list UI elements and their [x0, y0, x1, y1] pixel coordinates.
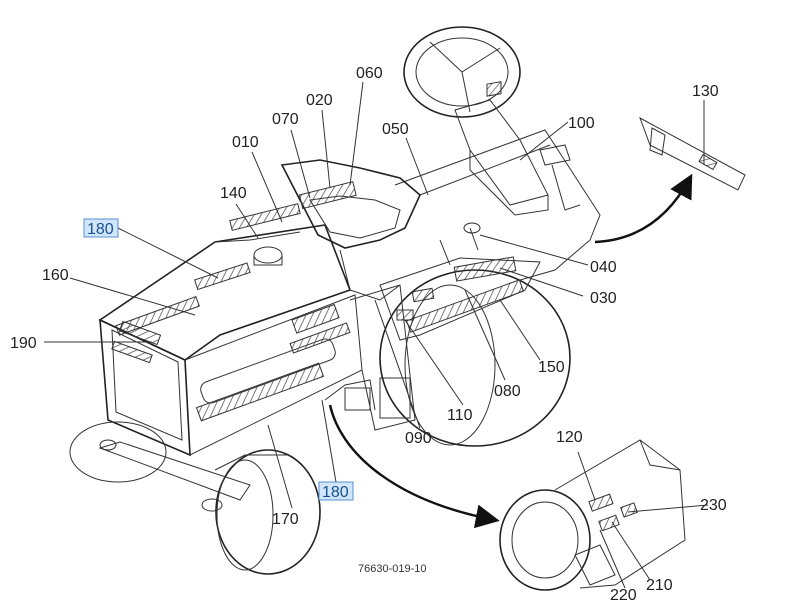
arrow-to-decal-130: [594, 173, 693, 244]
steering-wheel: [403, 26, 521, 118]
seat: [280, 159, 421, 249]
callout-140[interactable]: 140: [220, 185, 247, 202]
callout-150[interactable]: 150: [538, 359, 565, 376]
callout-130[interactable]: 130: [692, 83, 719, 100]
front-grille: [99, 318, 191, 457]
callout-220[interactable]: 220: [610, 587, 637, 604]
arrow-to-transmission: [328, 404, 500, 529]
leader-lines: [44, 81, 709, 589]
callout-080[interactable]: 080: [494, 383, 521, 400]
callout-060[interactable]: 060: [356, 65, 383, 82]
callout-010[interactable]: 010: [232, 134, 259, 151]
decal-130-detail: [639, 116, 746, 191]
callout-160[interactable]: 160: [42, 267, 69, 284]
transmission-detail: [499, 439, 686, 591]
callout-210[interactable]: 210: [646, 577, 673, 594]
callout-180-bottom[interactable]: 180: [322, 484, 349, 501]
callout-180-top-highlight: [83, 218, 119, 238]
fuel-cap: [253, 246, 283, 264]
callout-180-bottom-highlight: [318, 481, 354, 501]
callout-120[interactable]: 120: [556, 429, 583, 446]
floor-step: [379, 257, 541, 341]
callout-040[interactable]: 040: [590, 259, 617, 276]
drawing-code: 76630-019-10: [358, 563, 427, 575]
steering-column: [454, 99, 549, 206]
callout-050[interactable]: 050: [382, 121, 409, 138]
callout-100[interactable]: 100: [568, 115, 595, 132]
callout-180-top[interactable]: 180: [87, 221, 114, 238]
callout-090[interactable]: 090: [405, 430, 432, 447]
callout-170[interactable]: 170: [272, 511, 299, 528]
callout-020[interactable]: 020: [306, 92, 333, 109]
front-wheel: [215, 449, 321, 575]
callout-070[interactable]: 070: [272, 111, 299, 128]
callout-110[interactable]: 110: [447, 407, 473, 424]
callout-230[interactable]: 230: [700, 497, 727, 514]
callout-labels: 060 020 070 010 050 100 140 160 190 040 …: [10, 65, 727, 604]
callout-030[interactable]: 030: [590, 290, 617, 307]
tractor-illustration: [69, 26, 601, 575]
callout-190[interactable]: 190: [10, 335, 37, 352]
